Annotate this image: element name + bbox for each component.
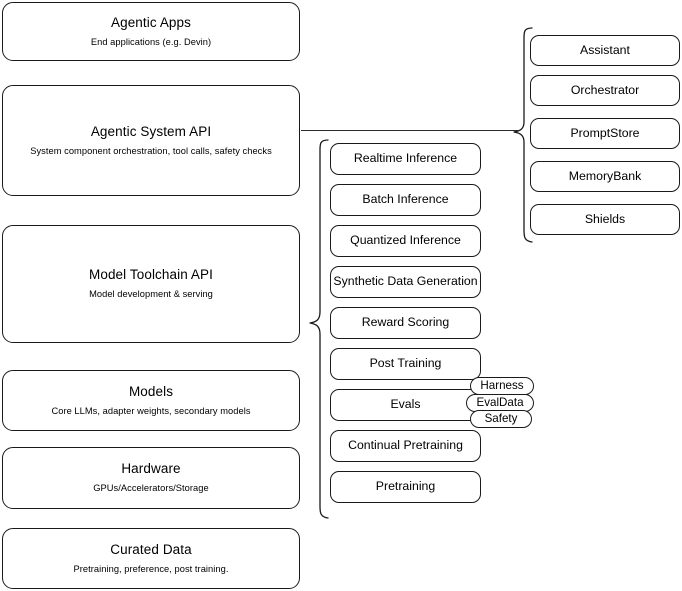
pill-label: EvalData xyxy=(476,396,524,410)
capability-label: Continual Pretraining xyxy=(348,438,463,453)
capability-reward-scoring[interactable]: Reward Scoring xyxy=(330,307,481,339)
capability-label: Quantized Inference xyxy=(350,233,461,248)
layer-card-curated-data[interactable]: Curated Data Pretraining, preference, po… xyxy=(2,528,300,589)
layer-title: Agentic Apps xyxy=(110,14,191,30)
system-component-shields[interactable]: Shields xyxy=(530,204,680,235)
component-label: Shields xyxy=(584,211,626,226)
capability-realtime-inference[interactable]: Realtime Inference xyxy=(330,143,481,175)
capability-label: Realtime Inference xyxy=(353,151,458,166)
layer-subtitle: Pretraining, preference, post training. xyxy=(73,563,229,574)
capability-post-training[interactable]: Post Training xyxy=(330,348,481,380)
layer-title: Hardware xyxy=(121,461,181,477)
system-component-promptstore[interactable]: PromptStore xyxy=(530,118,680,149)
capability-label: Evals xyxy=(390,397,421,412)
layer-card-hardware[interactable]: Hardware GPUs/Accelerators/Storage xyxy=(2,447,300,509)
layer-card-models[interactable]: Models Core LLMs, adapter weights, secon… xyxy=(2,370,300,431)
layer-card-agentic-system-api[interactable]: Agentic System API System component orch… xyxy=(2,85,300,196)
capability-continual-pretraining[interactable]: Continual Pretraining xyxy=(330,430,481,462)
brace-system-components xyxy=(513,27,533,243)
layer-subtitle: System component orchestration, tool cal… xyxy=(30,145,272,156)
connector-system-api-to-components xyxy=(301,130,518,132)
layer-subtitle: End applications (e.g. Devin) xyxy=(90,36,212,47)
layer-title: Model Toolchain API xyxy=(89,267,213,283)
capability-label: Post Training xyxy=(369,356,442,371)
capability-label: Reward Scoring xyxy=(361,315,450,330)
component-label: Assistant xyxy=(580,42,630,57)
component-label: MemoryBank xyxy=(568,168,642,183)
component-label: Orchestrator xyxy=(570,82,640,97)
system-component-assistant[interactable]: Assistant xyxy=(530,35,680,66)
layer-subtitle: GPUs/Accelerators/Storage xyxy=(93,483,209,494)
layer-title: Curated Data xyxy=(110,541,192,557)
layer-card-agentic-apps[interactable]: Agentic Apps End applications (e.g. Devi… xyxy=(2,2,300,61)
pill-label: Safety xyxy=(484,412,518,426)
evals-subcomponent-harness[interactable]: Harness xyxy=(470,377,534,395)
layer-card-model-toolchain-api[interactable]: Model Toolchain API Model development & … xyxy=(2,225,300,343)
capability-label: Synthetic Data Generation xyxy=(333,274,478,289)
pill-label: Harness xyxy=(480,379,524,393)
layer-title: Agentic System API xyxy=(90,123,212,139)
layer-title: Models xyxy=(128,383,174,399)
capability-label: Pretraining xyxy=(375,479,436,494)
layer-subtitle: Core LLMs, adapter weights, secondary mo… xyxy=(51,405,251,416)
brace-toolchain xyxy=(309,139,329,519)
capability-quantized-inference[interactable]: Quantized Inference xyxy=(330,225,481,257)
capability-evals[interactable]: Evals xyxy=(330,389,481,421)
layer-subtitle: Model development & serving xyxy=(89,289,213,300)
system-component-orchestrator[interactable]: Orchestrator xyxy=(530,75,680,106)
evals-subcomponent-safety[interactable]: Safety xyxy=(470,410,532,428)
system-component-memorybank[interactable]: MemoryBank xyxy=(530,161,680,192)
capability-batch-inference[interactable]: Batch Inference xyxy=(330,184,481,216)
capability-synthetic-data-generation[interactable]: Synthetic Data Generation xyxy=(330,266,481,298)
capability-label: Batch Inference xyxy=(362,192,449,207)
component-label: PromptStore xyxy=(570,125,640,140)
capability-pretraining[interactable]: Pretraining xyxy=(330,471,481,503)
